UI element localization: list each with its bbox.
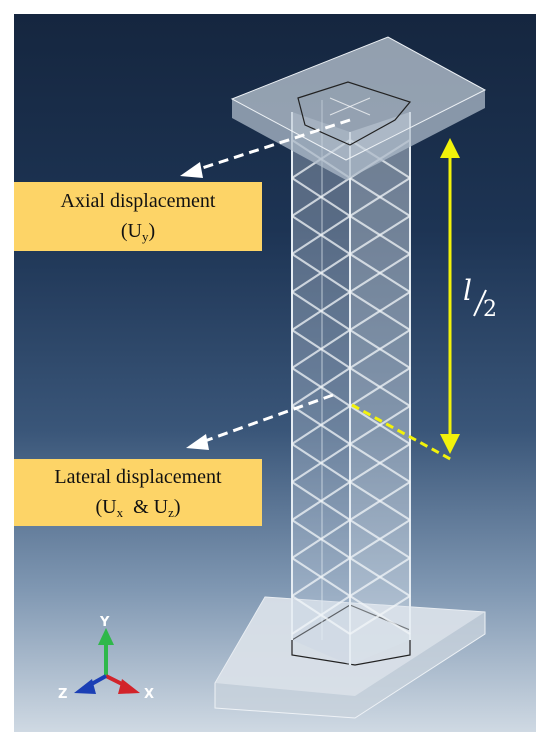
axial-label-text: Axial displacement	[60, 189, 216, 212]
lattice-strut	[349, 405, 411, 445]
axis-triad: Y Z X	[58, 615, 154, 702]
lattice-strut	[349, 595, 411, 635]
lattice-strut	[291, 481, 351, 521]
lattice-strut	[291, 595, 351, 635]
axial-displacement-label: Axial displacement (Uy)	[14, 182, 262, 251]
top-plate-edge	[232, 90, 485, 180]
lattice-strut	[349, 367, 411, 407]
half-length-dimension-arrow	[351, 138, 460, 462]
dimension-denominator: 2	[483, 297, 497, 322]
lattice-strut	[349, 215, 411, 255]
lattice-strut	[291, 367, 351, 407]
lattice-strut	[291, 443, 351, 483]
half-length-label: l 2	[463, 274, 497, 322]
tube-left-face	[292, 112, 350, 665]
lattice-strut	[349, 177, 411, 217]
top-tube-outline	[297, 81, 412, 146]
lateral-variables: (Ux & Uz)	[95, 495, 181, 520]
axial-pointer-arrow	[180, 118, 351, 178]
y-axis-label: Y	[99, 615, 110, 630]
lattice-strut	[291, 519, 351, 559]
lattice-strut	[291, 215, 351, 255]
lattice-strut	[349, 481, 411, 521]
lattice-strut	[349, 519, 411, 559]
lattice-strut	[291, 253, 351, 293]
lattice-strut	[291, 291, 351, 331]
lattice-strut	[349, 443, 411, 483]
y-axis-arrow	[98, 628, 114, 645]
lattice-strut	[349, 557, 411, 597]
top-plate	[230, 36, 487, 161]
x-axis-label: X	[144, 687, 154, 702]
z-axis-label: Z	[58, 687, 67, 702]
axial-variable: (Uy)	[120, 219, 156, 244]
lateral-pointer-arrow	[186, 393, 334, 450]
lateral-label-text: Lateral displacement	[54, 465, 222, 488]
x-axis-arrow	[118, 679, 140, 694]
tube-right-face	[350, 112, 410, 665]
lattice-strut	[291, 177, 351, 217]
tube-edges	[291, 100, 411, 665]
lattice-strut	[349, 291, 411, 331]
lattice-strut	[349, 329, 411, 369]
mid-height-marker	[351, 403, 453, 462]
lattice-strut	[291, 329, 351, 369]
z-axis-arrow	[74, 679, 96, 694]
lattice-strut	[291, 405, 351, 445]
lattice-strut	[291, 557, 351, 597]
lattice-strut	[349, 253, 411, 293]
lateral-displacement-label: Lateral displacement (Ux & Uz)	[14, 459, 262, 526]
dimension-numerator: l	[463, 274, 472, 307]
